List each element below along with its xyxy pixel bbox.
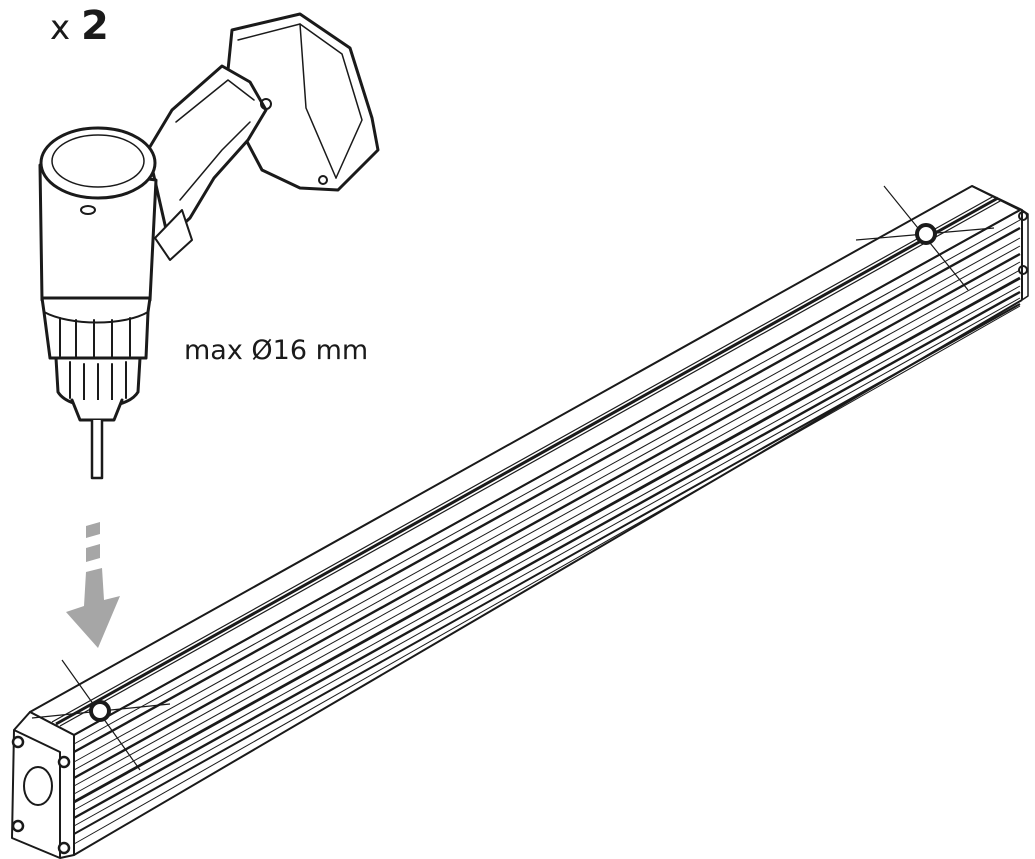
down-arrow-icon <box>66 522 120 648</box>
quantity-number: 2 <box>80 3 109 49</box>
drill-diameter-note: max Ø16 mm <box>184 335 369 366</box>
quantity-prefix: x <box>50 8 71 48</box>
quantity-label: x 2 <box>50 6 109 46</box>
drill-icon <box>38 12 380 480</box>
drill-hole-marker-icon <box>31 185 995 771</box>
aluminium-rail <box>11 185 1029 859</box>
